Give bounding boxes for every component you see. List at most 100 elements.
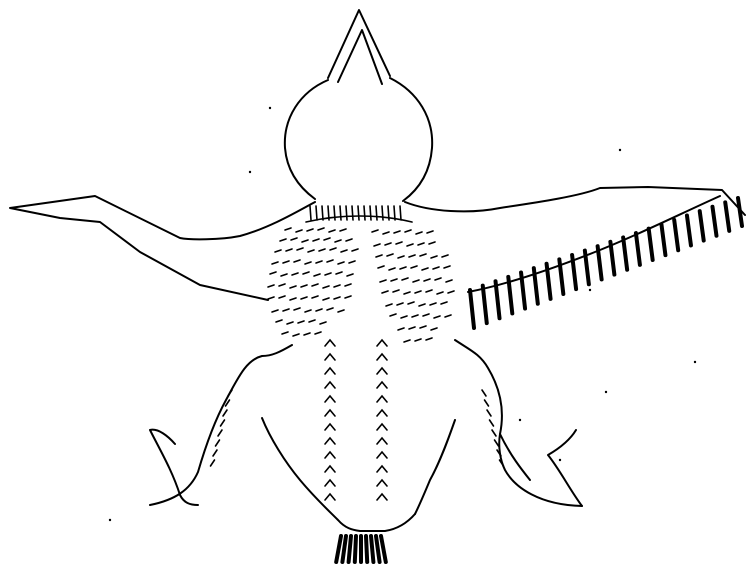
- ruff-stroke: [400, 206, 401, 220]
- chevron-mark: [325, 480, 335, 486]
- back-dash: [391, 279, 397, 281]
- back-dash: [404, 292, 410, 294]
- back-dash: [338, 310, 344, 312]
- leg-dash: [221, 420, 225, 426]
- back-dash: [316, 309, 322, 311]
- back-dash: [301, 285, 307, 287]
- pin-feather: [598, 246, 602, 279]
- back-dash: [272, 310, 278, 312]
- back-dash: [291, 238, 297, 240]
- back-dash: [401, 316, 407, 318]
- back-dash: [303, 272, 309, 274]
- leg-dash: [218, 430, 222, 436]
- chevron-mark: [325, 438, 335, 444]
- back-dash: [416, 232, 422, 234]
- back-dash: [412, 315, 418, 317]
- back-dash: [407, 244, 413, 246]
- back-dash: [400, 267, 406, 269]
- back-dash: [268, 297, 274, 299]
- ruff-stroke: [352, 206, 353, 220]
- body: [150, 340, 582, 506]
- back-dash: [294, 308, 300, 310]
- back-dash: [302, 240, 308, 242]
- right-leg: [415, 420, 582, 514]
- back-dash: [315, 332, 321, 334]
- chevron-mark: [325, 424, 335, 430]
- ruff-stroke: [346, 206, 347, 220]
- back-dash: [349, 261, 355, 263]
- back-dash: [345, 284, 351, 286]
- back-dash: [275, 250, 281, 252]
- back-dash: [323, 286, 329, 288]
- pin-feather: [687, 216, 691, 246]
- back-dash: [444, 266, 450, 268]
- chevron-mark: [377, 410, 387, 416]
- back-dash: [374, 244, 380, 246]
- back-dash: [330, 248, 336, 250]
- neck-ruff: [306, 206, 412, 222]
- back-dash: [312, 284, 318, 286]
- back-dash: [320, 322, 326, 324]
- back-dash: [382, 291, 388, 293]
- leg-dash: [490, 420, 494, 426]
- back-dash: [319, 249, 325, 251]
- pin-feather: [738, 198, 742, 226]
- feather-tract-markings: [211, 228, 504, 500]
- back-dash: [415, 339, 421, 341]
- chevron-mark: [377, 480, 387, 486]
- back-dash: [292, 273, 298, 275]
- speck: [589, 289, 591, 291]
- back-dash: [327, 260, 333, 262]
- back-dash: [383, 232, 389, 234]
- pin-feather: [649, 229, 653, 260]
- back-dash: [347, 274, 353, 276]
- pin-feather: [496, 281, 500, 318]
- pin-feather: [725, 202, 729, 230]
- back-dash: [442, 255, 448, 257]
- right-wing-pin-feathers: [470, 198, 742, 328]
- back-dash: [404, 340, 410, 342]
- pin-feather: [470, 290, 474, 328]
- left-wing: [10, 196, 315, 300]
- left-leg: [150, 418, 415, 531]
- back-dash: [345, 296, 351, 298]
- back-dash: [327, 308, 333, 310]
- back-dash: [272, 262, 278, 264]
- back-dash: [448, 291, 454, 293]
- back-dash: [422, 268, 428, 270]
- ruff-stroke: [358, 206, 359, 220]
- back-dash: [280, 239, 286, 241]
- leg-dash: [495, 440, 499, 446]
- back-dash: [316, 261, 322, 263]
- chevron-mark: [377, 424, 387, 430]
- back-dash: [413, 280, 419, 282]
- pin-feather: [636, 233, 640, 265]
- back-dash: [396, 242, 402, 244]
- chevron-mark: [325, 382, 335, 388]
- leg-dash: [213, 450, 217, 456]
- leg-dash: [216, 440, 220, 446]
- back-dash: [325, 273, 331, 275]
- beak: [328, 10, 390, 84]
- leg-dash: [487, 410, 491, 416]
- ruff-stroke: [340, 206, 341, 220]
- back-dash: [294, 260, 300, 262]
- tail-feather: [355, 536, 356, 562]
- back-dash: [434, 316, 440, 318]
- back-dash: [429, 242, 435, 244]
- back-dash: [296, 230, 302, 232]
- leg-dash: [492, 430, 496, 436]
- ruff-stroke: [370, 206, 371, 220]
- chevron-mark: [325, 396, 335, 402]
- back-dash: [298, 321, 304, 323]
- back-dash: [308, 250, 314, 252]
- back-dash: [423, 314, 429, 316]
- chevron-mark: [377, 354, 387, 360]
- back-dash: [305, 310, 311, 312]
- back-dash: [312, 296, 318, 298]
- leg-dash: [482, 390, 486, 396]
- leg-dash: [223, 410, 227, 416]
- ruff-stroke: [310, 206, 311, 220]
- chevron-mark: [377, 452, 387, 458]
- speck: [249, 171, 251, 173]
